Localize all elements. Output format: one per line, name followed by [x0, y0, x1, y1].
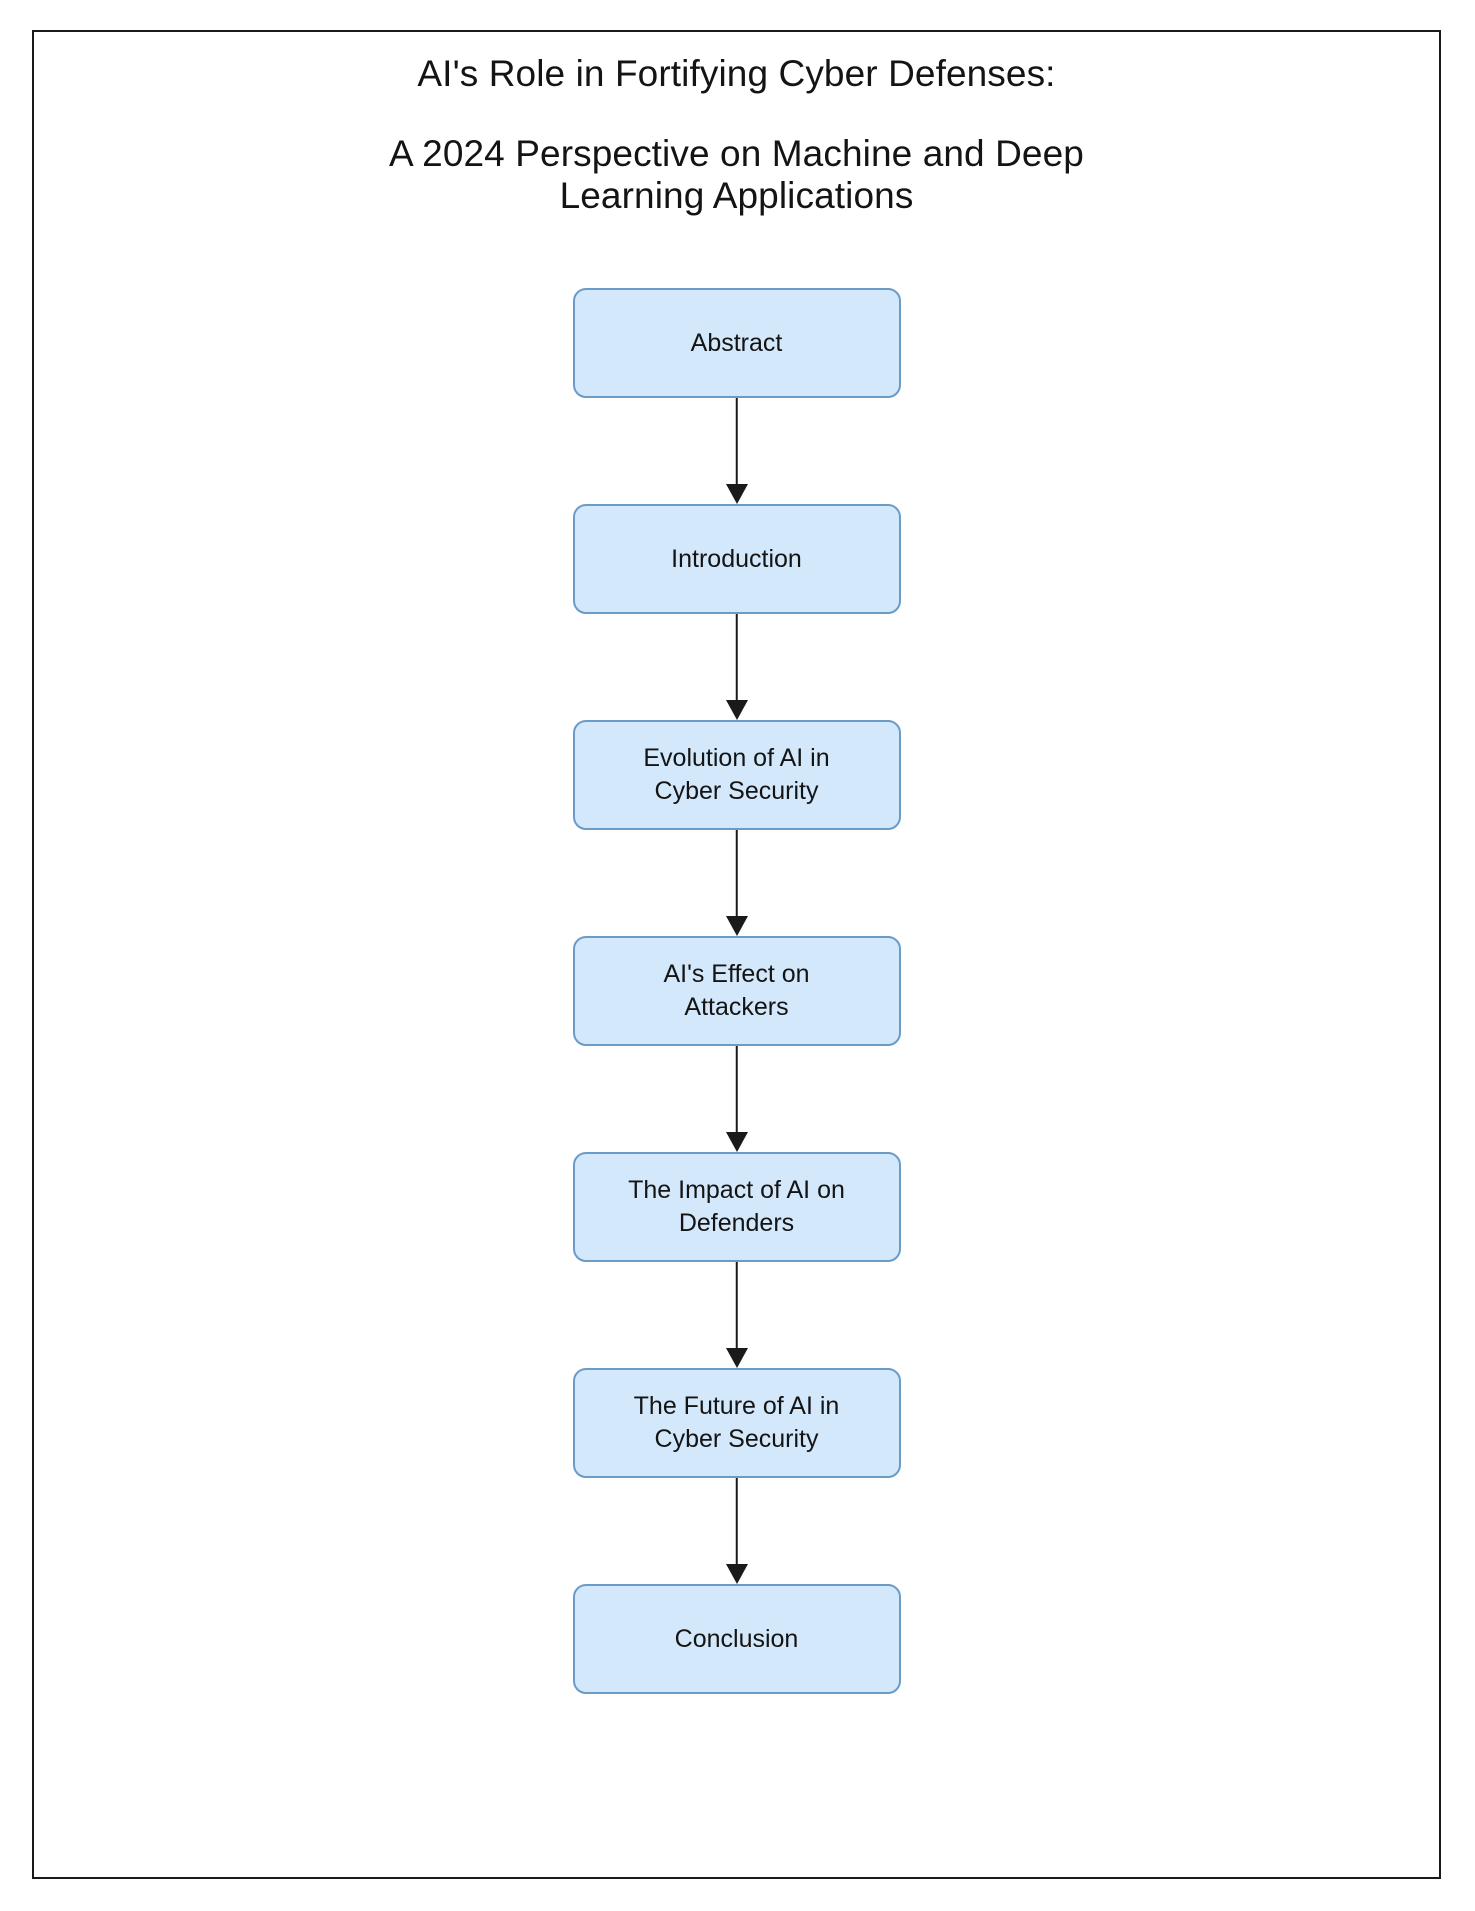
- arrowhead-down-icon: [725, 1564, 748, 1584]
- flow-node-conclusion[interactable]: Conclusion: [572, 1584, 901, 1694]
- flow-node-label: Abstract: [690, 328, 783, 357]
- edge-line: [735, 398, 738, 490]
- title-line-2: A 2024 Perspective on Machine and Deep: [389, 132, 1084, 174]
- flowchart: Abstract Introduction Evolution of AI in…: [34, 288, 1439, 1694]
- arrowhead-down-icon: [725, 916, 748, 936]
- edge-line: [735, 830, 738, 922]
- flow-node-label: Evolution of AI in Cyber Security: [643, 744, 830, 805]
- flow-node-label: The Future of AI in Cyber Security: [633, 1392, 840, 1453]
- flow-edge-defenders-to-future: [722, 1262, 752, 1368]
- flow-node-evolution[interactable]: Evolution of AI in Cyber Security: [572, 720, 901, 830]
- edge-line: [735, 1478, 738, 1570]
- arrowhead-down-icon: [725, 1348, 748, 1368]
- flow-node-attackers[interactable]: AI's Effect on Attackers: [572, 936, 901, 1046]
- flow-node-label: AI's Effect on Attackers: [663, 960, 810, 1021]
- flow-edge-evolution-to-attackers: [722, 830, 752, 936]
- title-line-1: AI's Role in Fortifying Cyber Defenses:: [417, 53, 1056, 94]
- edge-line: [735, 614, 738, 706]
- edge-line: [735, 1046, 738, 1138]
- flow-node-label: Conclusion: [674, 1624, 799, 1653]
- flow-edge-introduction-to-evolution: [722, 614, 752, 720]
- flow-node-introduction[interactable]: Introduction: [572, 504, 901, 614]
- flow-edge-abstract-to-introduction: [722, 398, 752, 504]
- edge-line: [735, 1262, 738, 1354]
- document-page-frame: AI's Role in Fortifying Cyber Defenses: …: [32, 30, 1441, 1879]
- flow-node-label: The Impact of AI on Defenders: [628, 1176, 845, 1237]
- flow-edge-future-to-conclusion: [722, 1478, 752, 1584]
- flow-node-future[interactable]: The Future of AI in Cyber Security: [572, 1368, 901, 1478]
- flow-node-abstract[interactable]: Abstract: [572, 288, 901, 398]
- arrowhead-down-icon: [725, 484, 748, 504]
- flow-node-label: Introduction: [671, 544, 802, 573]
- page-title: AI's Role in Fortifying Cyber Defenses: …: [34, 54, 1439, 216]
- arrowhead-down-icon: [725, 1132, 748, 1152]
- flow-node-defenders[interactable]: The Impact of AI on Defenders: [572, 1152, 901, 1262]
- flow-edge-attackers-to-defenders: [722, 1046, 752, 1152]
- arrowhead-down-icon: [725, 700, 748, 720]
- title-line-3: Learning Applications: [559, 174, 914, 216]
